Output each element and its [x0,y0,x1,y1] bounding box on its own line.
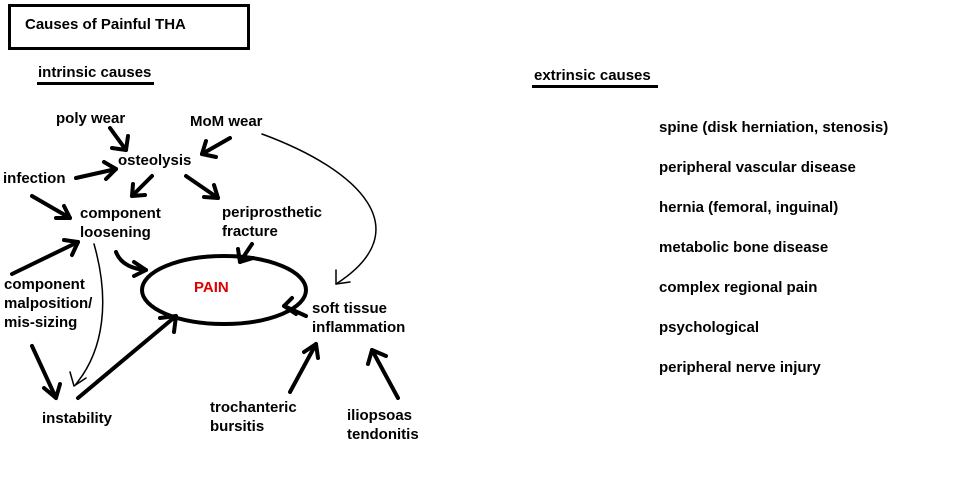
arrow-momwear-softtissue [261,133,377,285]
node-osteolysis: osteolysis [118,152,192,169]
extrinsic-item: peripheral nerve injury [659,359,821,376]
arrow-osteolysis-loosening [130,174,154,198]
arrow-iliopsoas-softtissue [370,348,400,400]
extrinsic-heading-underline [532,85,658,88]
extrinsic-item: hernia (femoral, inguinal) [659,199,839,216]
pain-ellipse [140,254,308,326]
node-instability: instability [42,410,113,427]
extrinsic-item: peripheral vascular disease [659,159,856,176]
arrow-instability-pain [76,314,178,400]
diagram-title: Causes of Painful THA [25,16,186,33]
node-component-malposition: component malposition/ mis-sizing [4,276,93,331]
arrow-malposition-instability [30,344,58,400]
node-component-loosening: component loosening [80,205,161,241]
node-periprosthetic-fracture: periprosthetic fracture [222,204,323,240]
arrow-infection-osteolysis [74,167,118,180]
extrinsic-item: metabolic bone disease [659,239,829,256]
arrow-momwear-osteolysis [200,136,232,156]
node-trochanteric-bursitis: trochanteric bursitis [210,399,297,435]
arrow-osteolysis-fracture [184,174,220,200]
arrow-malposition-loosening [10,240,80,276]
arrow-infection-loosening [30,194,72,220]
arrow-polywear-osteolysis [108,126,128,152]
title-box [8,4,250,50]
node-mom-wear: MoM wear [190,113,263,130]
extrinsic-item: psychological [659,319,760,336]
intrinsic-heading: intrinsic causes [38,64,152,81]
extrinsic-item: complex regional pain [659,279,818,296]
intrinsic-heading-underline [37,82,154,85]
node-pain: PAIN [194,279,229,296]
node-iliopsoas-tendonitis: iliopsoas tendonitis [347,407,419,443]
arrow-bursitis-softtissue [288,342,318,394]
extrinsic-heading: extrinsic causes [534,67,651,84]
arrow-fracture-pain [238,242,254,264]
arrow-loosening-instability [75,243,104,385]
extrinsic-item: spine (disk herniation, stenosis) [659,119,889,136]
node-infection: infection [3,170,66,187]
node-poly-wear: poly wear [56,110,126,127]
node-soft-tissue-inflammation: soft tissue inflammation [312,300,406,336]
